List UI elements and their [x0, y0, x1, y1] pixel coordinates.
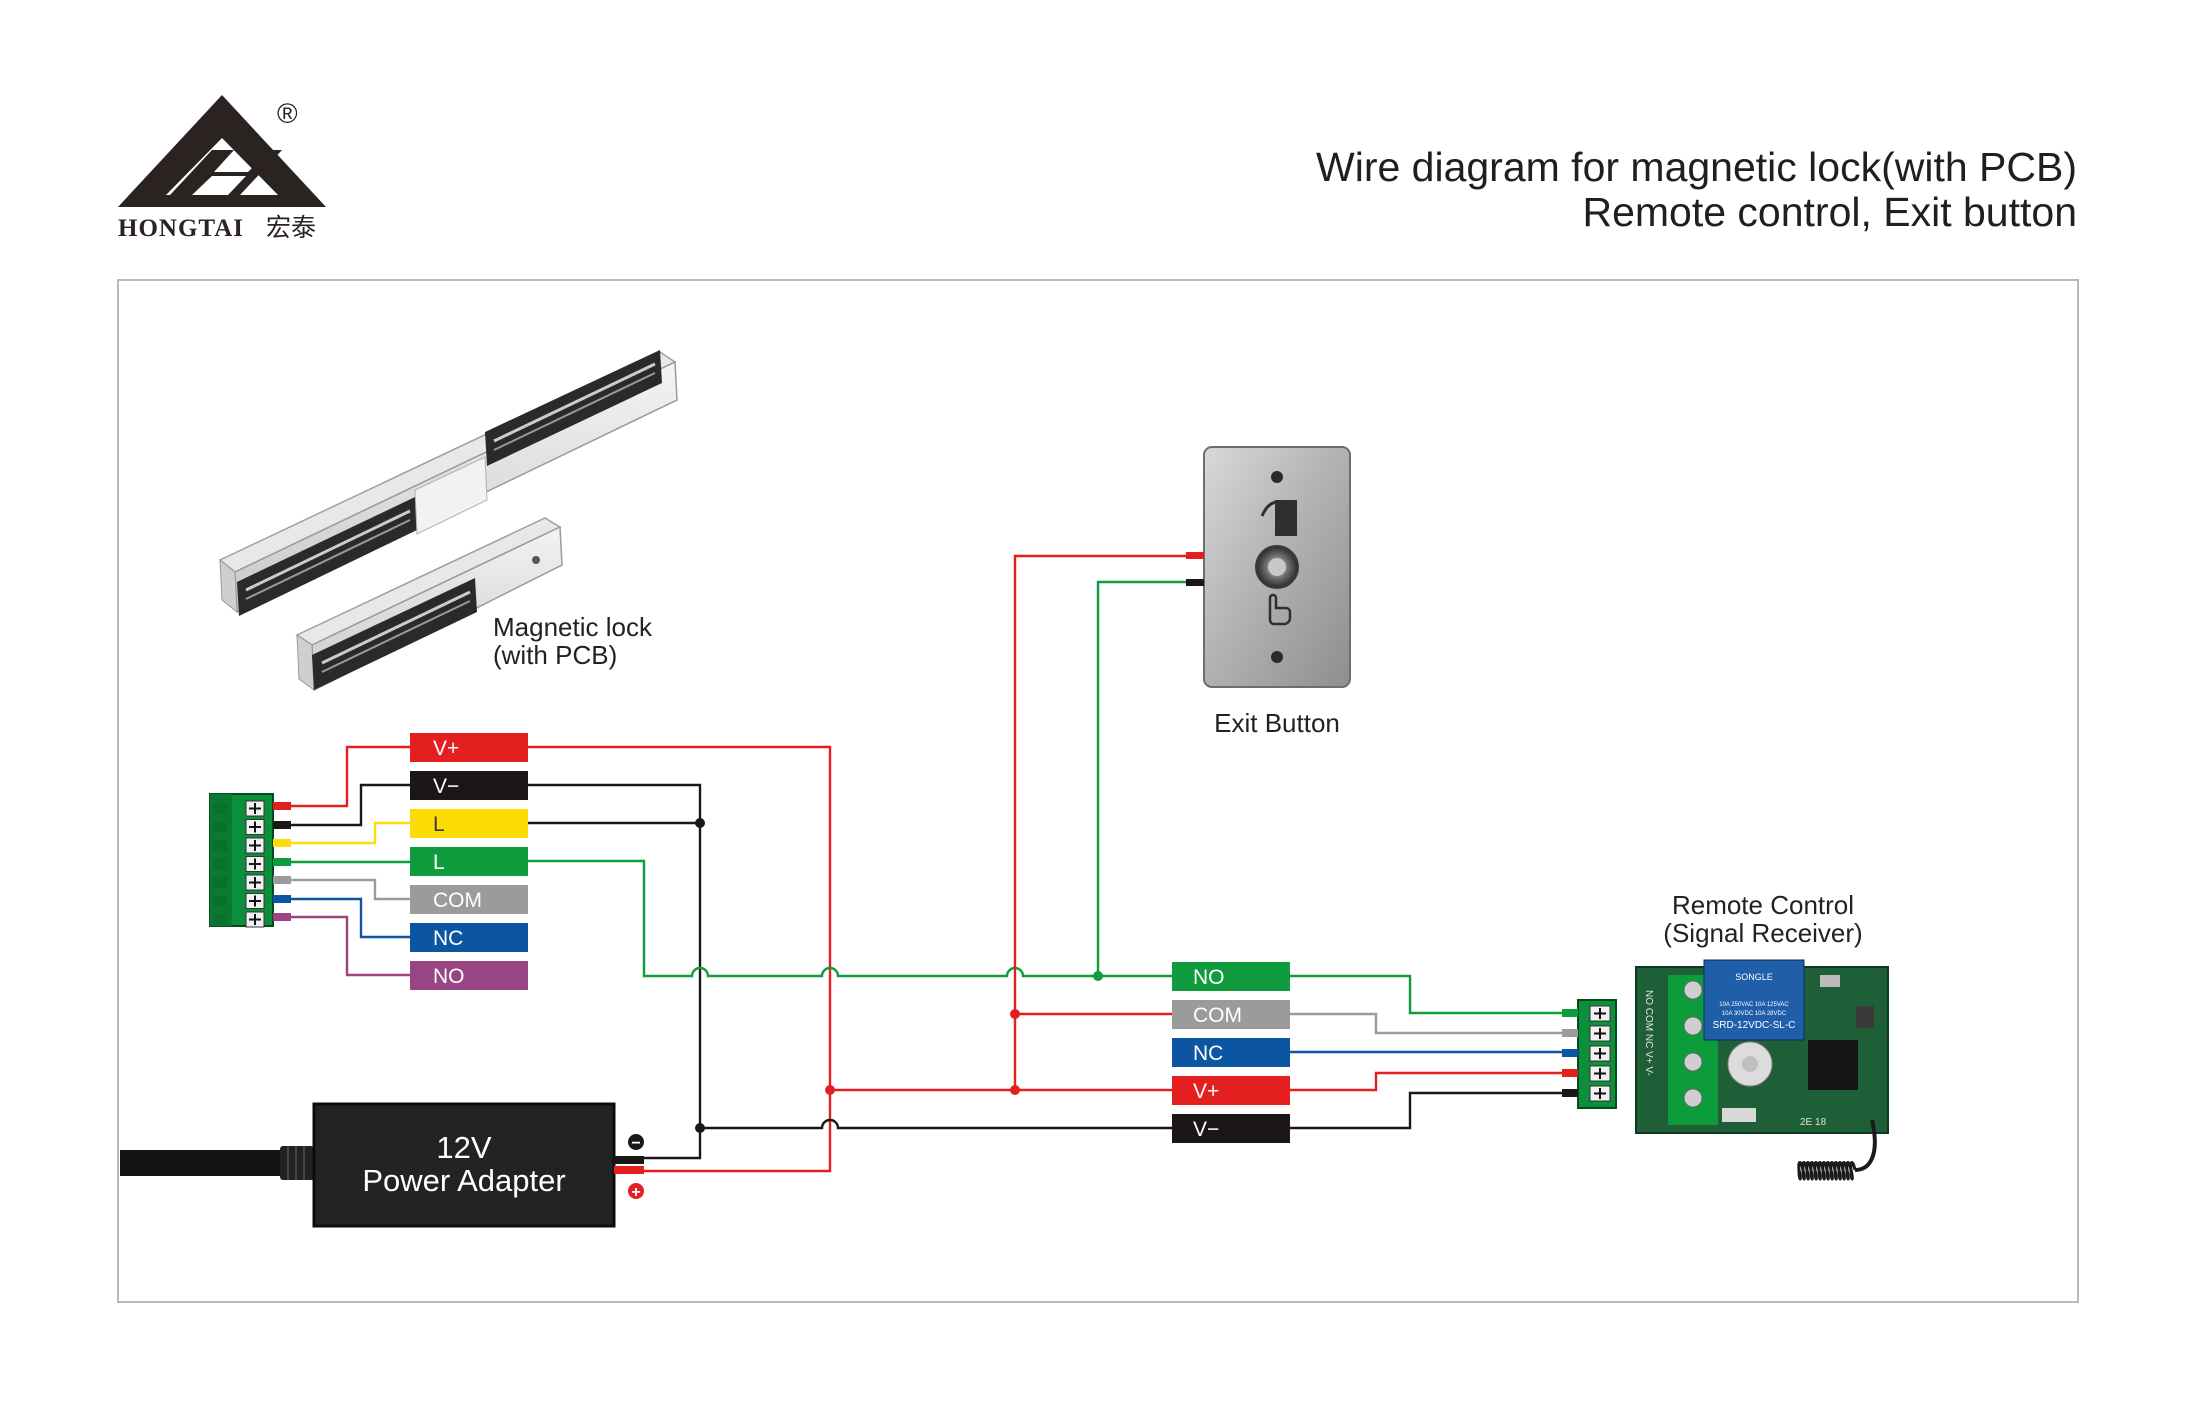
terminal-label-no — [410, 961, 528, 990]
brand-logo: ® HONGTAI 宏泰 — [118, 95, 326, 242]
wire-rx-vminus — [1290, 1091, 1578, 1130]
junction-dot — [825, 1085, 835, 1095]
wire-exit-red — [1013, 554, 1204, 1016]
page-title: Wire diagram for magnetic lock(with PCB) — [1316, 144, 2077, 190]
receiver-board-code: 2E 18 — [1800, 1117, 1827, 1128]
terminal-label-text: L — [433, 813, 445, 836]
junction-dot — [1010, 1009, 1020, 1019]
lock-terminal-labels: V+ V− LL COM NC NO — [410, 733, 528, 990]
wire-vminus-trunk — [528, 783, 702, 1160]
receiver-label-v — [1172, 1114, 1290, 1143]
hand-push-icon — [1268, 593, 1292, 626]
wire-rx-vplus — [1290, 1071, 1578, 1092]
terminal-label-text: COM — [433, 889, 482, 912]
terminal-label-text: V+ — [433, 737, 459, 760]
junction-dot — [695, 1123, 705, 1133]
power-adapter: 12V Power Adapter − + — [120, 1102, 644, 1228]
plus-sign: + — [631, 1184, 640, 1201]
remote-control-sublabel: (Signal Receiver) — [1663, 918, 1862, 948]
wire-lock-com — [273, 878, 410, 901]
remote-control-label: Remote Control — [1672, 890, 1854, 920]
wire-vminus-to-receiver — [700, 1118, 1172, 1130]
wire-rx-com — [1290, 1012, 1578, 1035]
brand-name: HONGTAI — [118, 215, 244, 242]
lock-bar-double — [218, 350, 678, 616]
wire-lock-vplus — [273, 745, 410, 808]
receiver-label-com — [1172, 1000, 1290, 1029]
terminal-label-nc — [410, 923, 528, 952]
terminal-label-text: V− — [433, 775, 459, 798]
wire-exit-green — [1096, 580, 1204, 976]
junction-dot — [1010, 1085, 1020, 1095]
lock-bar-single — [295, 517, 563, 692]
remote-receiver-image: SONGLE 10A 250VAC 10A 125VAC 10A 30VDC 1… — [1577, 890, 1889, 1181]
receiver-label-nc — [1172, 1038, 1290, 1067]
terminal-label-l — [410, 847, 528, 876]
lock-terminal-block — [209, 793, 274, 928]
terminal-label-com — [410, 885, 528, 914]
terminal-label-v — [410, 771, 528, 800]
wire-lock-no — [273, 915, 410, 977]
terminal-label-text: NO — [433, 965, 465, 988]
receiver-label-no — [1172, 962, 1290, 991]
wire-lock-nc — [273, 897, 410, 939]
terminal-label-text: L — [433, 851, 445, 874]
receiver-label-text: COM — [1193, 1004, 1242, 1027]
junction-dot — [1093, 971, 1103, 981]
wire-lock-l1 — [273, 821, 410, 845]
receiver-label-text: NO — [1193, 966, 1225, 989]
terminal-label-v — [410, 733, 528, 762]
wire-vplus-trunk — [528, 745, 832, 1173]
registered-mark: ® — [277, 98, 298, 129]
diagram-frame — [117, 279, 2079, 1303]
magnetic-lock-label: Magnetic lock — [493, 612, 653, 642]
receiver-label-text: V+ — [1193, 1080, 1219, 1103]
adapter-name: Power Adapter — [362, 1163, 565, 1198]
minus-sign: − — [631, 1135, 640, 1152]
relay-model: SRD-12VDC-SL-C — [1713, 1020, 1796, 1031]
relay-brand: SONGLE — [1735, 972, 1773, 982]
exit-button-image: Exit Button — [1203, 446, 1351, 738]
door-exit-icon — [1260, 500, 1297, 536]
adapter-voltage: 12V — [436, 1130, 491, 1165]
adapter-body — [312, 1102, 616, 1228]
receiver-terminal-labels: NO COM NC V+ V− — [1172, 962, 1290, 1143]
terminal-label-l — [410, 809, 528, 838]
logo-emblem-icon — [118, 95, 326, 207]
receiver-label-v — [1172, 1076, 1290, 1105]
terminal-label-text: NC — [433, 927, 463, 950]
receiver-label-text: V− — [1193, 1118, 1219, 1141]
exit-button-label: Exit Button — [1214, 708, 1340, 738]
relay-spec1: 10A 250VAC 10A 125VAC — [1719, 1002, 1789, 1008]
page-subtitle: Remote control, Exit button — [1582, 189, 2077, 235]
magnetic-lock-image: Magnetic lock (with PCB) — [218, 350, 678, 692]
wires — [273, 552, 1578, 1173]
minus-terminal-icon — [628, 1134, 644, 1150]
receiver-pin-labels: NO COM NC V+ V- — [1643, 990, 1654, 1076]
wire-rx-no — [1290, 974, 1578, 1015]
wire-lock-vminus — [273, 783, 410, 827]
magnetic-lock-sublabel: (with PCB) — [493, 640, 617, 670]
relay-spec2: 10A 30VDC 10A 28VDC — [1722, 1011, 1787, 1017]
junction-dot — [695, 818, 705, 828]
receiver-label-text: NC — [1193, 1042, 1223, 1065]
relay — [1703, 959, 1805, 1041]
antenna-icon — [1797, 1119, 1877, 1181]
plus-terminal-icon — [628, 1183, 644, 1199]
brand-chinese: 宏泰 — [266, 213, 316, 242]
wire-l2-to-no — [528, 859, 1172, 978]
